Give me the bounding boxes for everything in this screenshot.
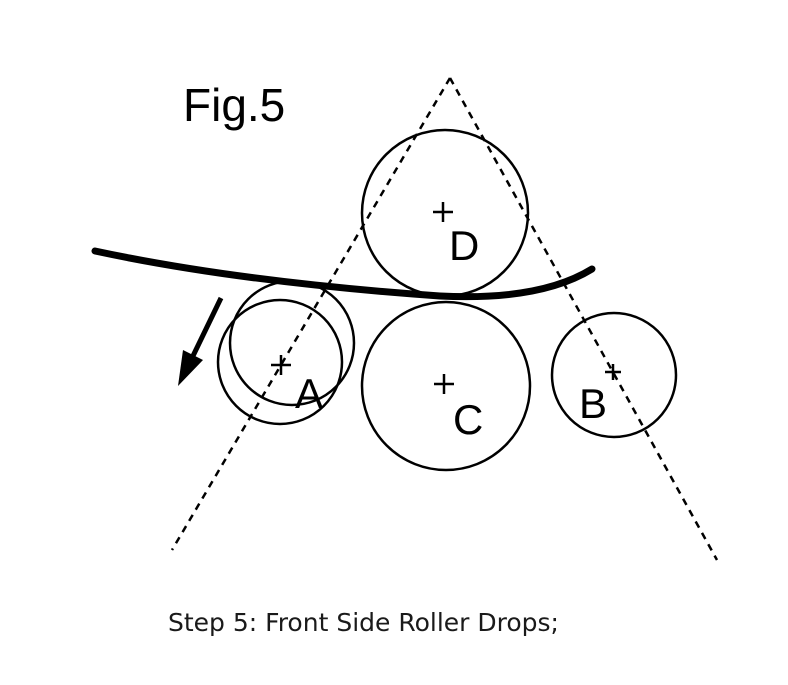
roller-b-center-mark [605,364,621,380]
figure-caption: Step 5: Front Side Roller Drops; [168,608,559,637]
roller-a-previous-position [228,279,356,407]
roller-b-label: B [579,380,607,427]
roller-c-label: C [453,396,483,443]
left-guide-line [170,77,452,551]
figure-title: Fig.5 [183,79,286,131]
roller-b [550,311,678,439]
right-guide-line [448,77,719,561]
roller-a [216,298,344,426]
roller-c [360,300,532,472]
roller-a-center-mark [271,355,291,375]
arrow-down-left-icon [178,296,224,386]
roller-d-label: D [449,222,479,269]
roller-d-center-mark [433,202,453,222]
roller-a-label: A [295,370,323,417]
sheet-curve [91,247,596,301]
roller-c-center-mark [434,374,454,394]
